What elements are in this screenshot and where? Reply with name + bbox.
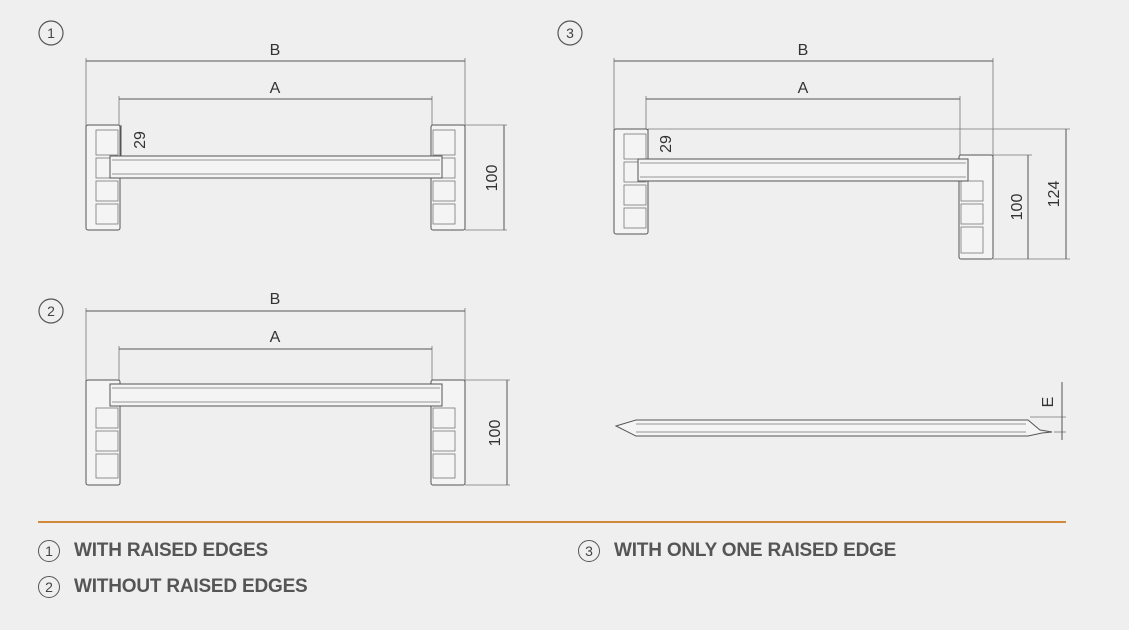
figure-2-plate <box>109 383 443 407</box>
legend-text-2: WITHOUT RAISED EDGES <box>74 576 308 597</box>
figure-1-number-circle <box>38 20 64 46</box>
technical-drawing: 1 B A 29 100 <box>38 20 1070 486</box>
figure-3-number: 3 <box>566 25 574 41</box>
figure-3-dim-b-label: B <box>798 42 809 59</box>
figure-3-dim-edge-label: 29 <box>658 135 675 153</box>
figure-3-dim-height-label: 100 <box>1009 194 1026 221</box>
figure-3-plate <box>637 158 969 182</box>
legend-item-2: 2 WITHOUT RAISED EDGES <box>38 576 308 598</box>
figure-2-without-raised-edges: 2 B A 100 <box>38 291 510 486</box>
figure-2-number: 2 <box>47 303 55 319</box>
figure-3-number-circle <box>557 20 583 46</box>
figure-2-dim-b-label: B <box>270 291 281 308</box>
legend-number-1: 1 <box>38 540 60 562</box>
figure-1-dim-b-label: B <box>270 42 281 59</box>
figure-4-side-profile: E <box>614 382 1066 440</box>
figure-3-dim-a-label: A <box>798 80 809 97</box>
figure-2-dim-a-label: A <box>270 329 281 346</box>
legend-number-3: 3 <box>578 540 600 562</box>
legend-text-1: WITH RAISED EDGES <box>74 540 269 561</box>
figure-1-dim-height-label: 100 <box>484 165 501 192</box>
legend-item-1: 1 WITH RAISED EDGES <box>38 540 268 562</box>
figure-3-dim-total-label: 124 <box>1046 181 1063 208</box>
figure-4-plate-profile <box>614 419 1053 437</box>
figure-4-dim-e-label: E <box>1040 397 1057 408</box>
figure-1-dim-a-label: A <box>270 80 281 97</box>
legend-number-2: 2 <box>38 576 60 598</box>
figure-3-one-raised-edge: 3 B A 29 100 124 <box>557 20 1070 260</box>
legend-item-3: 3 WITH ONLY ONE RAISED EDGE <box>578 540 896 562</box>
figure-1-with-raised-edges: 1 B A 29 100 <box>38 20 507 231</box>
figure-1-dim-edge-label: 29 <box>132 131 149 149</box>
legend-divider <box>38 521 1066 523</box>
figure-2-number-circle <box>38 298 64 324</box>
figure-2-dim-height-label: 100 <box>487 420 504 447</box>
legend-text-3: WITH ONLY ONE RAISED EDGE <box>614 540 897 561</box>
figure-1-number: 1 <box>47 25 55 41</box>
figure-1-plate <box>109 155 443 179</box>
